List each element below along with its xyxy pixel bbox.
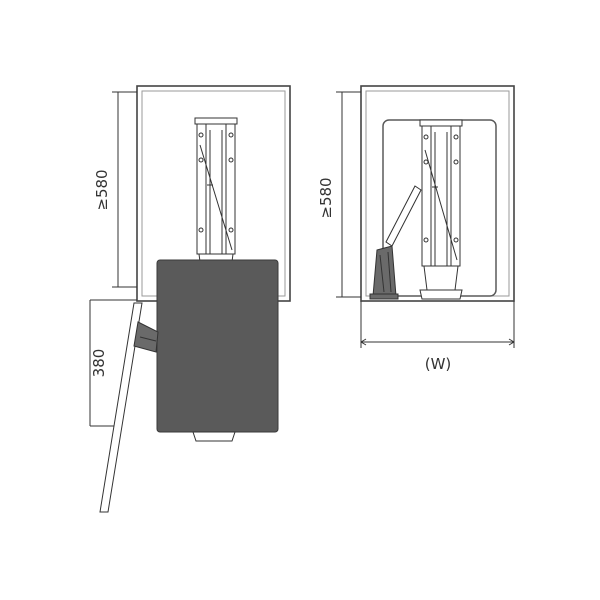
left-view: ≥580 380 bbox=[89, 85, 291, 513]
right-view: ≥580 (W) bbox=[317, 85, 515, 373]
right-width-label: (W) bbox=[425, 355, 452, 373]
right-folded-arm bbox=[369, 185, 422, 300]
right-width-dimension: (W) bbox=[360, 301, 515, 373]
right-lift-mechanism bbox=[419, 119, 463, 300]
left-depth-label: 380 bbox=[90, 349, 108, 378]
left-height-label: ≥580 bbox=[93, 169, 111, 210]
left-shelf-handle bbox=[192, 431, 236, 442]
left-pull-handle bbox=[99, 302, 159, 513]
right-height-label: ≥580 bbox=[317, 177, 335, 218]
left-depth-dimension: 380 bbox=[89, 299, 137, 427]
left-lowered-shelf bbox=[156, 259, 279, 433]
right-height-dimension: ≥580 bbox=[317, 91, 361, 298]
left-height-dimension: ≥580 bbox=[93, 91, 137, 288]
